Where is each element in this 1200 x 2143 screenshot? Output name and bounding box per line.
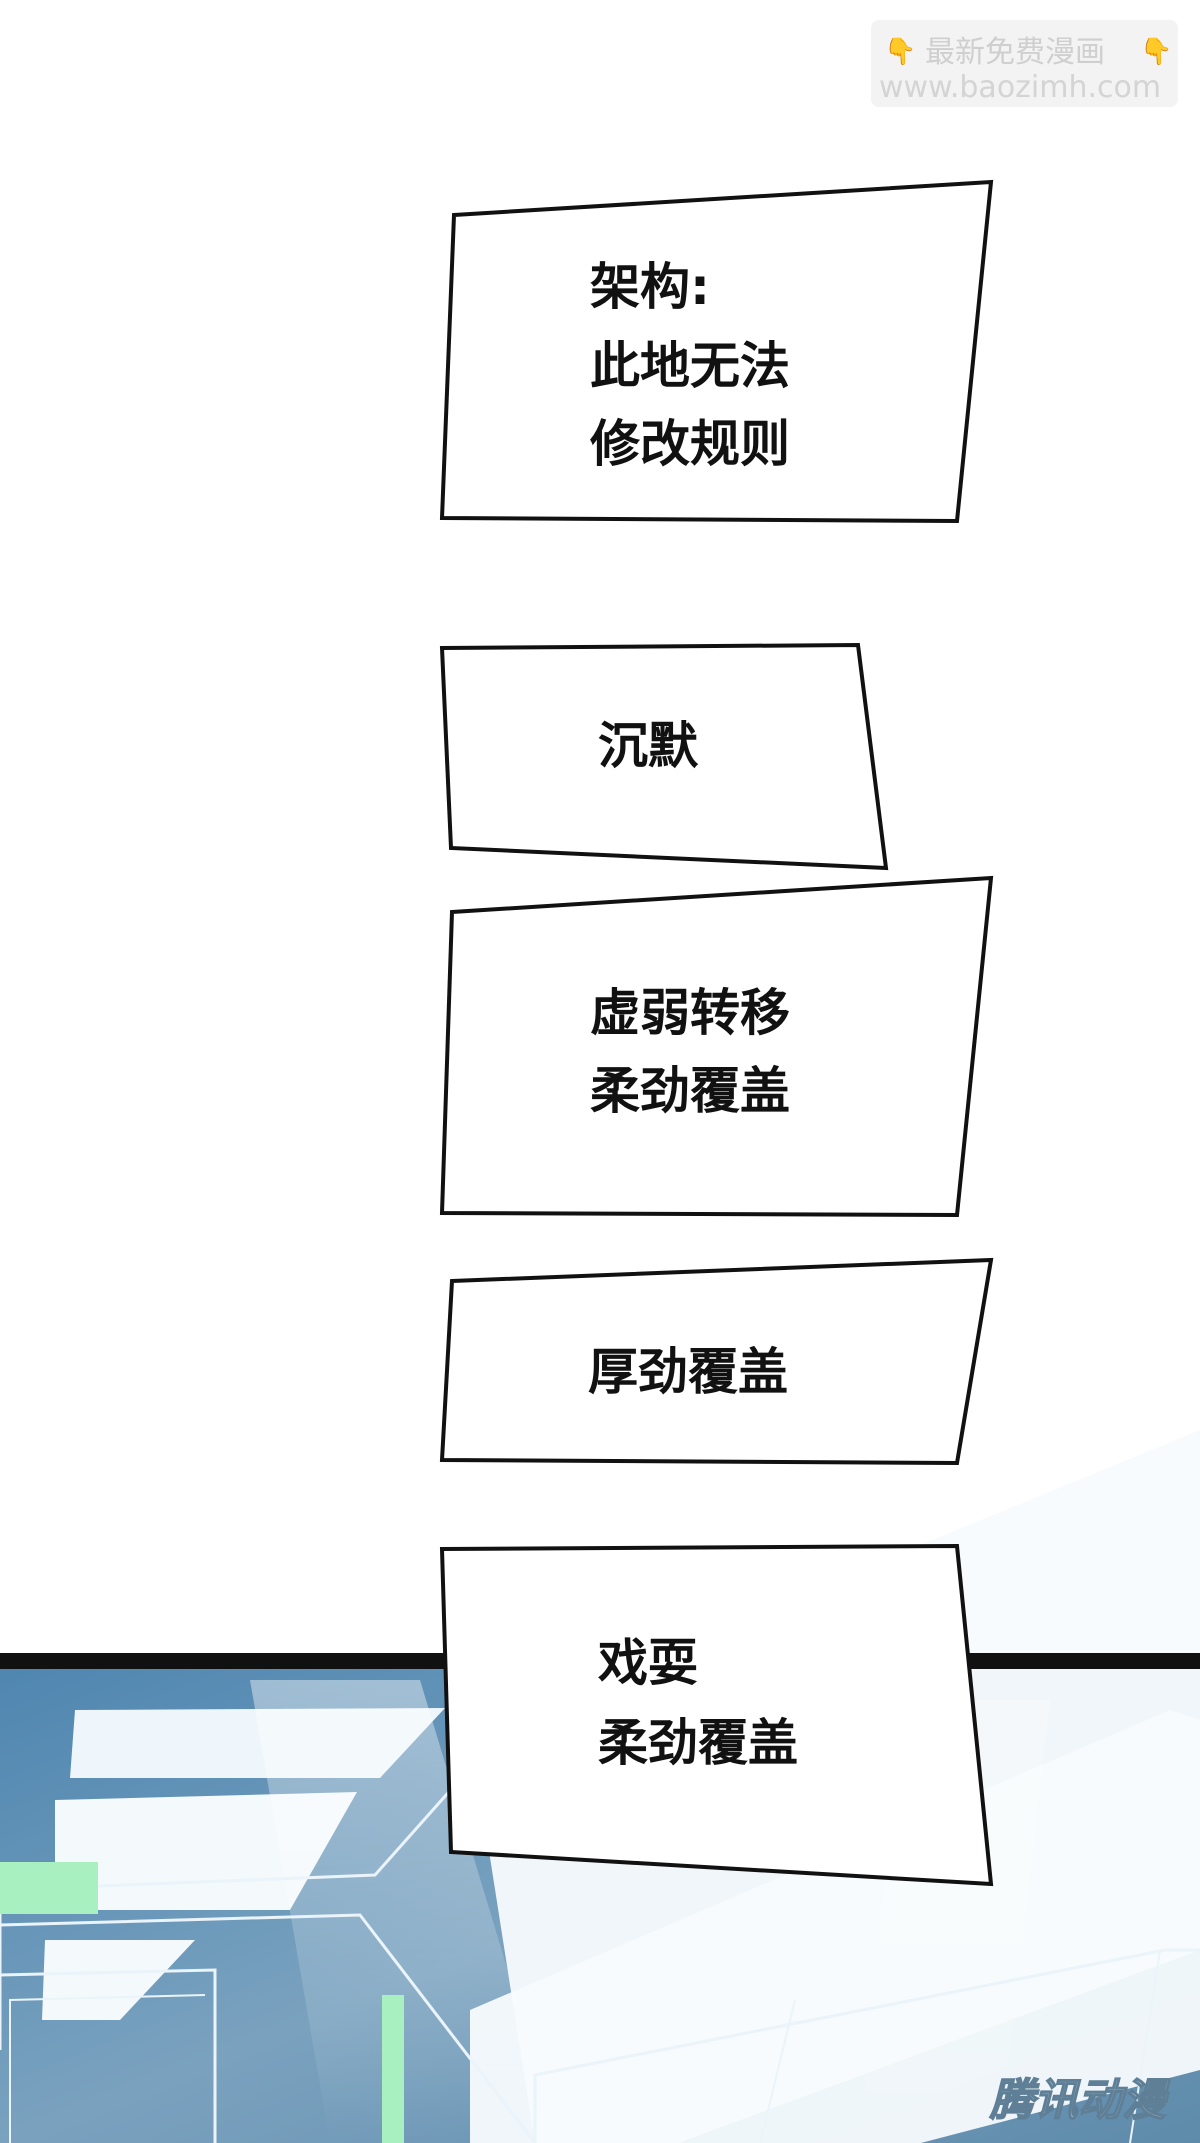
- caption-box: 架构: 此地无法 修改规则: [439, 179, 994, 524]
- pointing-down-hand-icon: 👇: [1140, 37, 1172, 67]
- caption-box: 虚弱转移 柔劲覆盖: [439, 875, 994, 1218]
- caption-line: 沉默: [598, 717, 699, 775]
- caption-box: 戏耍 柔劲覆盖: [439, 1543, 994, 1887]
- caption-box: 厚劲覆盖: [439, 1257, 994, 1466]
- caption-line: 虚弱转移: [590, 984, 790, 1042]
- caption-line: 柔劲覆盖: [598, 1714, 798, 1772]
- caption-line: 此地无法: [590, 337, 790, 395]
- caption-line: 修改规则: [590, 415, 790, 473]
- watermark: 👇 最新免费漫画 👇 www.baozimh.com: [871, 20, 1178, 107]
- watermark-text: 最新免费漫画: [925, 35, 1105, 70]
- green-strip: [382, 1995, 404, 2143]
- watermark-url: www.baozimh.com: [879, 70, 1161, 105]
- caption-line: 戏耍: [598, 1634, 698, 1692]
- pointing-down-hand-icon: 👇: [884, 37, 916, 67]
- caption-line: 柔劲覆盖: [590, 1062, 790, 1120]
- green-panel: [0, 1862, 98, 1914]
- caption-line: 厚劲覆盖: [588, 1343, 788, 1401]
- publisher-logo: 腾讯动漫: [989, 2075, 1171, 2126]
- caption-line: 架构:: [590, 258, 710, 316]
- caption-box: 沉默: [439, 642, 889, 871]
